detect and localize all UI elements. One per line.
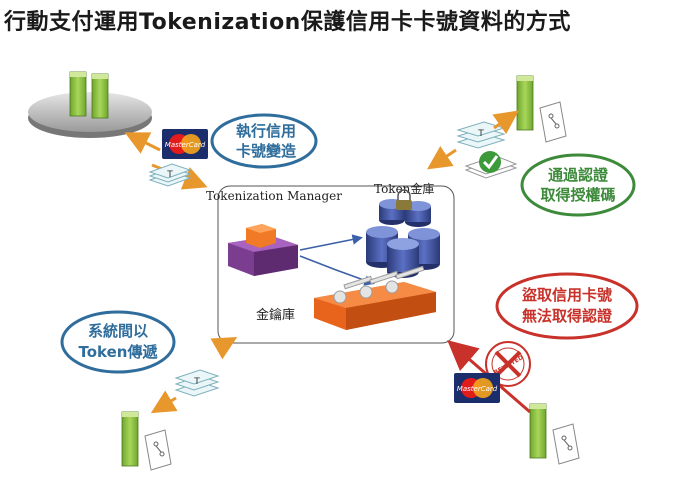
token-letter-topright: T [477, 129, 484, 139]
bubble-transfer-line1: 系統間以 [88, 322, 148, 340]
approved-documents [464, 151, 518, 179]
manager-icon [228, 224, 298, 276]
attacker-server-bottomright [529, 403, 580, 465]
bubble-forge-line1: 執行信用 [236, 122, 296, 140]
token-vault-icon [366, 189, 440, 278]
bubble-transfer-line2: Token傳遞 [79, 343, 159, 361]
bubble-forge-line2: 卡號變造 [236, 142, 296, 160]
bubble-auth-line2: 取得授權碼 [540, 186, 615, 204]
issuer-server-topright [516, 75, 567, 143]
bubble-forge: 執行信用 卡號變造 [210, 113, 318, 169]
bubble-steal-line1: 盜取信用卡號 [522, 286, 612, 304]
token-stack-topleft: T [148, 163, 192, 187]
mastercard-icon-bottom: MasterCard [454, 373, 500, 403]
bubble-transfer: 系統間以 Token傳遞 [60, 310, 176, 374]
mastercard-brand-top: MasterCard [165, 141, 206, 149]
keystore-label: 金鑰庫 [256, 307, 295, 323]
check-icon [482, 155, 499, 170]
manager-label: Tokenization Manager [206, 189, 342, 203]
bubble-auth-line1: 通過認證 [548, 166, 609, 184]
token-letter-bottomleft: T [193, 377, 200, 387]
bubble-steal: 盜取信用卡號 無法取得認證 [495, 272, 639, 340]
vault-label: Token金庫 [374, 181, 434, 196]
bubble-steal-line2: 無法取得認證 [522, 307, 613, 325]
mastercard-icon-top: MasterCard [162, 129, 208, 159]
page-title: 行動支付運用Tokenization保護信用卡卡號資料的方式 [4, 10, 571, 35]
mastercard-brand-bottom: MasterCard [457, 385, 498, 393]
token-stack-bottomleft: T [174, 369, 220, 397]
keystore-icon [314, 265, 436, 330]
bubble-auth: 通過認證 取得授權碼 [520, 153, 636, 217]
merchant-server-platform [28, 71, 152, 138]
token-letter-topleft: T [166, 170, 173, 180]
server-bottomleft [121, 411, 172, 471]
